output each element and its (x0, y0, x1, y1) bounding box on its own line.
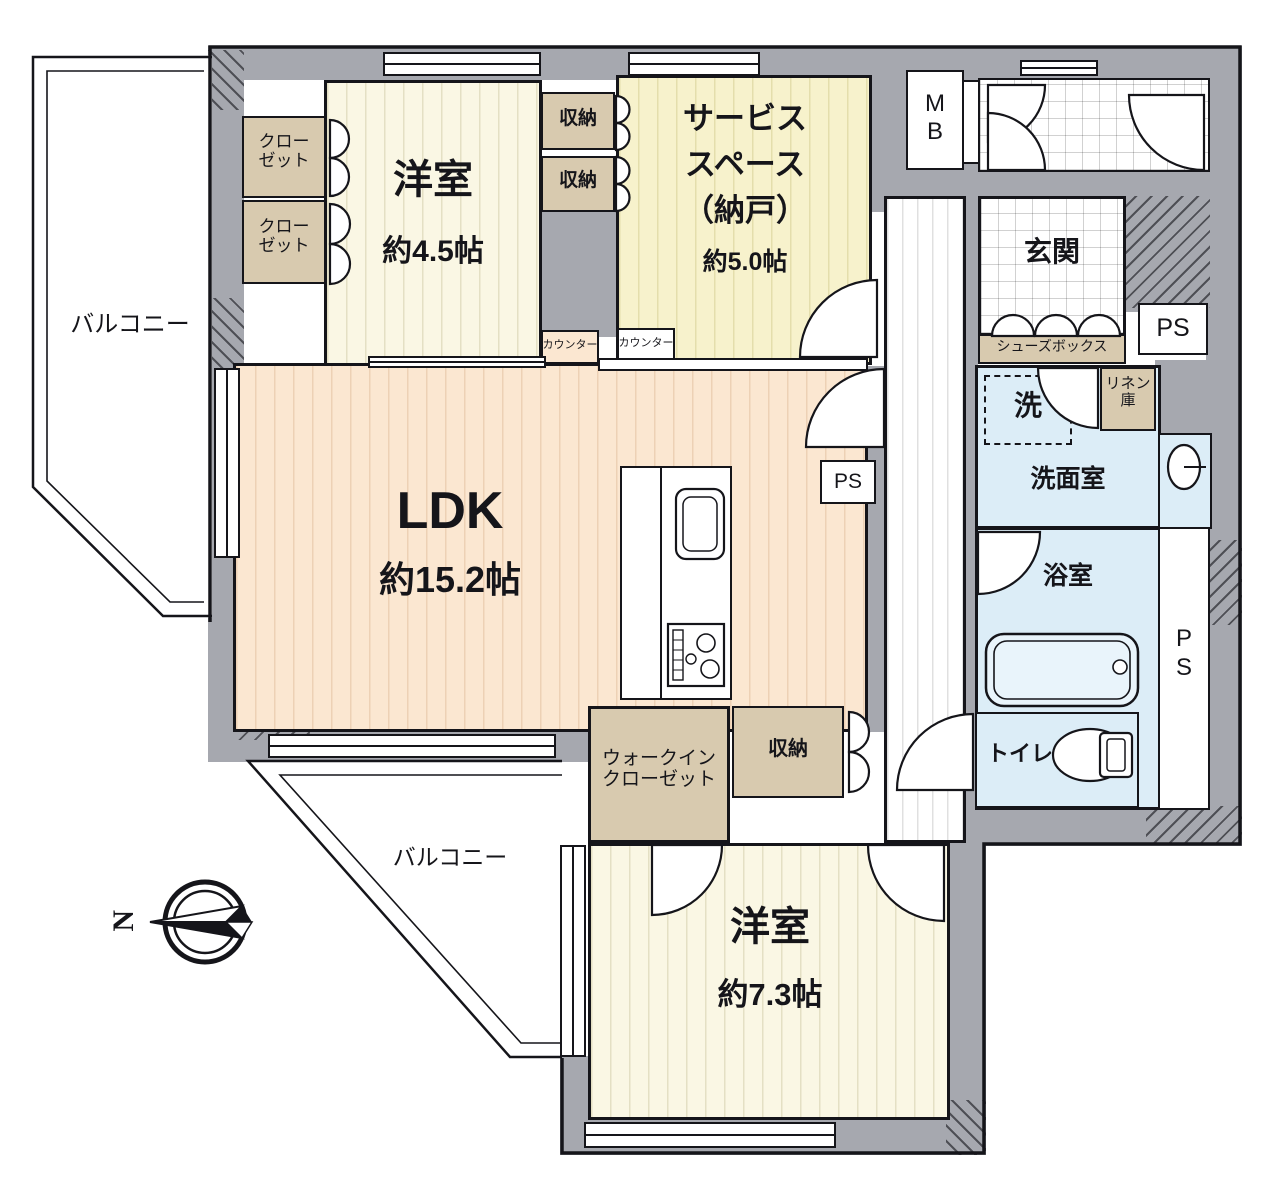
linen-label: リネン 庫 (1105, 375, 1151, 409)
wall-bed73-left (560, 1056, 590, 1118)
window-ldk-left (214, 368, 240, 558)
shoes-box-label: シューズボックス (996, 338, 1108, 354)
window-bedroom73-bottom (584, 1122, 836, 1148)
wall-hatch (1146, 806, 1242, 844)
window-bedroom73-left (560, 845, 586, 1057)
kitchen-counter-bar (598, 358, 868, 371)
wall-hatch (1122, 196, 1210, 308)
mb-label: M B (925, 90, 945, 145)
window-bedroom45-top (383, 52, 541, 76)
bedroom73-name: 洋室 (730, 905, 810, 949)
balcony-bottom-floor (245, 762, 562, 1058)
storage-hall-label: 収納 (768, 738, 808, 760)
wall-hatch (1206, 540, 1242, 625)
wall-linen-back (1155, 360, 1207, 433)
balcony-left-label: バルコニー (70, 311, 190, 338)
ps-right-label: P S (1175, 625, 1192, 681)
ps-top-label: PS (1156, 314, 1190, 342)
walk-in-closet-label: ウォークイン クローゼット (601, 748, 716, 791)
counter1-label: カウンター (542, 339, 598, 351)
service-space-line1: サービス (683, 101, 807, 136)
ldk-name: LDK (396, 482, 504, 540)
ps-ldk-label: PS (833, 470, 862, 493)
wall-ldk-corridor (866, 366, 884, 732)
service-space-line2: スペース (684, 147, 806, 182)
corridor (884, 196, 966, 843)
window-service-top (628, 52, 760, 76)
toilet-label: トイレ (986, 741, 1053, 766)
meter-box-door (962, 80, 980, 164)
service-space-size: 約5.0帖 (702, 248, 788, 276)
storage-top1-label: 収納 (558, 108, 597, 129)
kitchen-island-divider (660, 468, 662, 698)
wall-hatch (946, 1100, 986, 1155)
compass-icon (149, 879, 254, 965)
balcony-bottom-label: バルコニー (392, 844, 508, 870)
entrance-label: 玄関 (1023, 236, 1080, 267)
wall-hatch (208, 50, 244, 110)
wall-hatch (208, 298, 244, 368)
window-porch-top (1020, 60, 1098, 76)
room-ldk (233, 363, 868, 732)
closet-bottom-label: クロー ゼット (258, 217, 310, 256)
sliding-door-bedroom45 (368, 356, 546, 368)
service-space-line3: （納戸） (683, 193, 807, 228)
closet-top-label: クロー ゼット (258, 132, 310, 171)
wall-below-porch (978, 170, 1210, 198)
bedroom45-size: 約4.5帖 (382, 235, 484, 268)
storage-top2-label: 収納 (558, 170, 597, 191)
counter2-label: カウンター (618, 337, 674, 349)
compass-north-label: N (107, 909, 141, 932)
bedroom45-name: 洋室 (393, 158, 473, 202)
entrance-porch (978, 78, 1210, 172)
wall-duct (537, 203, 617, 337)
room-bedroom-45 (324, 80, 542, 368)
window-ldk-bottom (268, 734, 556, 758)
washroom-sink-bay (1158, 433, 1212, 529)
bathroom-label: 浴室 (1042, 562, 1093, 590)
bedroom73-size: 約7.3帖 (717, 977, 823, 1012)
laundry-label: 洗 (1013, 390, 1042, 421)
ldk-size: 約15.2帖 (378, 559, 522, 600)
washroom-label: 洗面室 (1030, 465, 1106, 493)
